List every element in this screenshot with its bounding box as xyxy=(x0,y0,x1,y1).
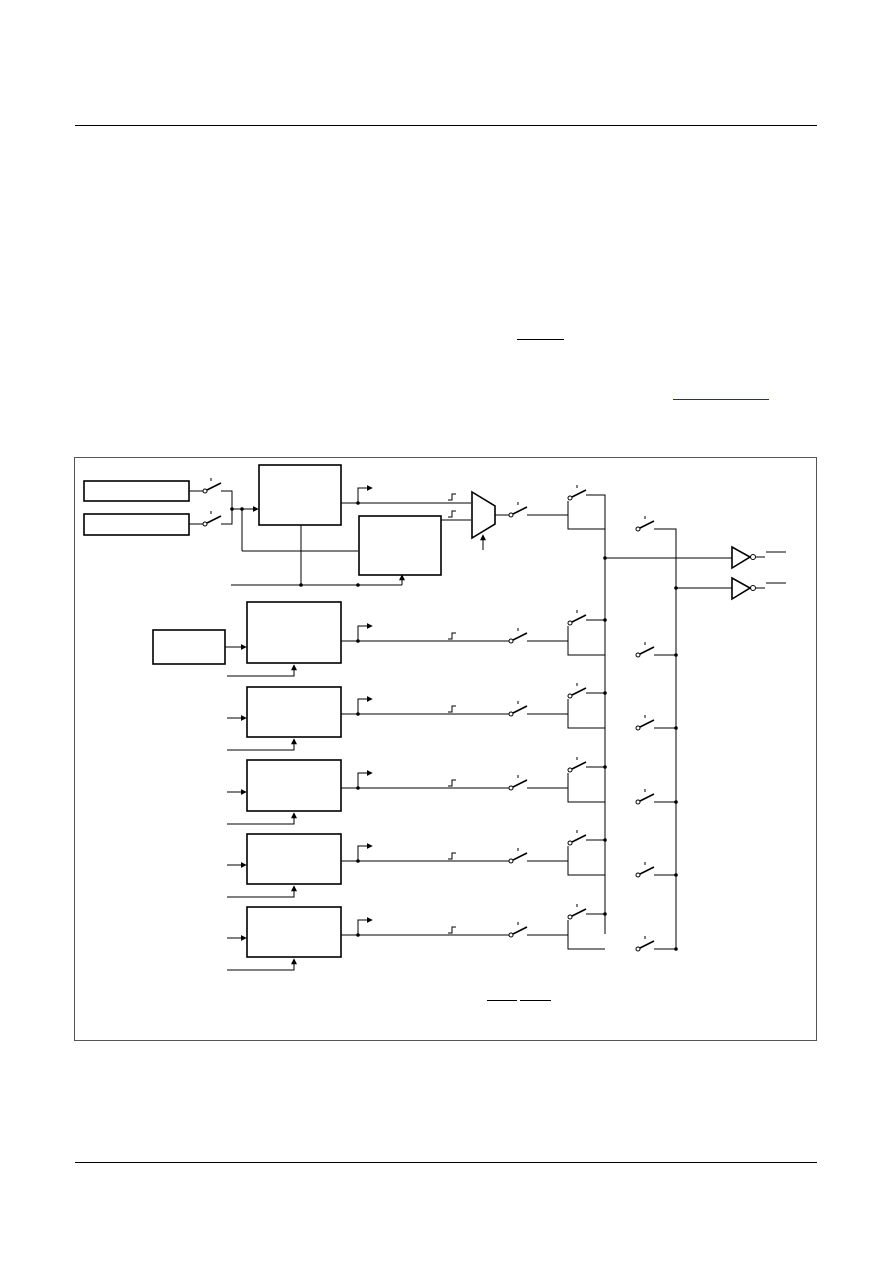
switch-ch2-upper xyxy=(567,693,573,699)
switch-mux-out xyxy=(508,512,514,518)
switch-in-2 xyxy=(202,511,222,527)
overline-mark-3 xyxy=(520,1000,551,1001)
switch-top-upper xyxy=(567,495,573,501)
channel-block-2 xyxy=(246,686,342,738)
switch-ch2-right xyxy=(635,725,641,731)
overline-mark-2 xyxy=(487,1000,517,1001)
multiplexer xyxy=(471,490,496,540)
switch-ch3-upper xyxy=(567,767,573,773)
main-block-top xyxy=(258,464,342,526)
switch-top-right xyxy=(635,526,641,532)
block-diagram-figure xyxy=(74,457,817,1041)
channel-block-3 xyxy=(246,759,342,812)
switch-ch1-in xyxy=(508,638,514,644)
switch-ch1-right xyxy=(635,652,641,658)
switch-in-1 xyxy=(202,478,222,494)
switch-ch2-in xyxy=(508,711,514,717)
channel-block-4 xyxy=(246,833,342,885)
switch-ch1-upper xyxy=(567,620,573,626)
switch-ch4-upper xyxy=(567,840,573,846)
switch-ch5-upper xyxy=(567,914,573,920)
switch-ch4-right xyxy=(635,872,641,878)
footer-rule xyxy=(75,1162,817,1163)
output-buffer-2 xyxy=(731,576,752,601)
input-box-1 xyxy=(83,480,190,502)
switch-ch3-in xyxy=(508,785,514,791)
source-box xyxy=(152,629,226,665)
switch-ch3-right xyxy=(635,799,641,805)
switch-ch4-in xyxy=(508,858,514,864)
switch-ch5-right xyxy=(635,946,641,952)
output-buffer-1 xyxy=(731,545,752,570)
input-box-2 xyxy=(83,513,190,536)
channel-block-1 xyxy=(246,601,342,664)
block-diagram xyxy=(83,464,786,971)
secondary-block-top xyxy=(358,515,442,576)
hyperlink-underline[interactable] xyxy=(673,399,769,400)
header-rule xyxy=(75,125,817,126)
overline-mark xyxy=(517,339,564,340)
channel-block-5 xyxy=(246,906,342,958)
switch-ch5-in xyxy=(508,932,514,938)
